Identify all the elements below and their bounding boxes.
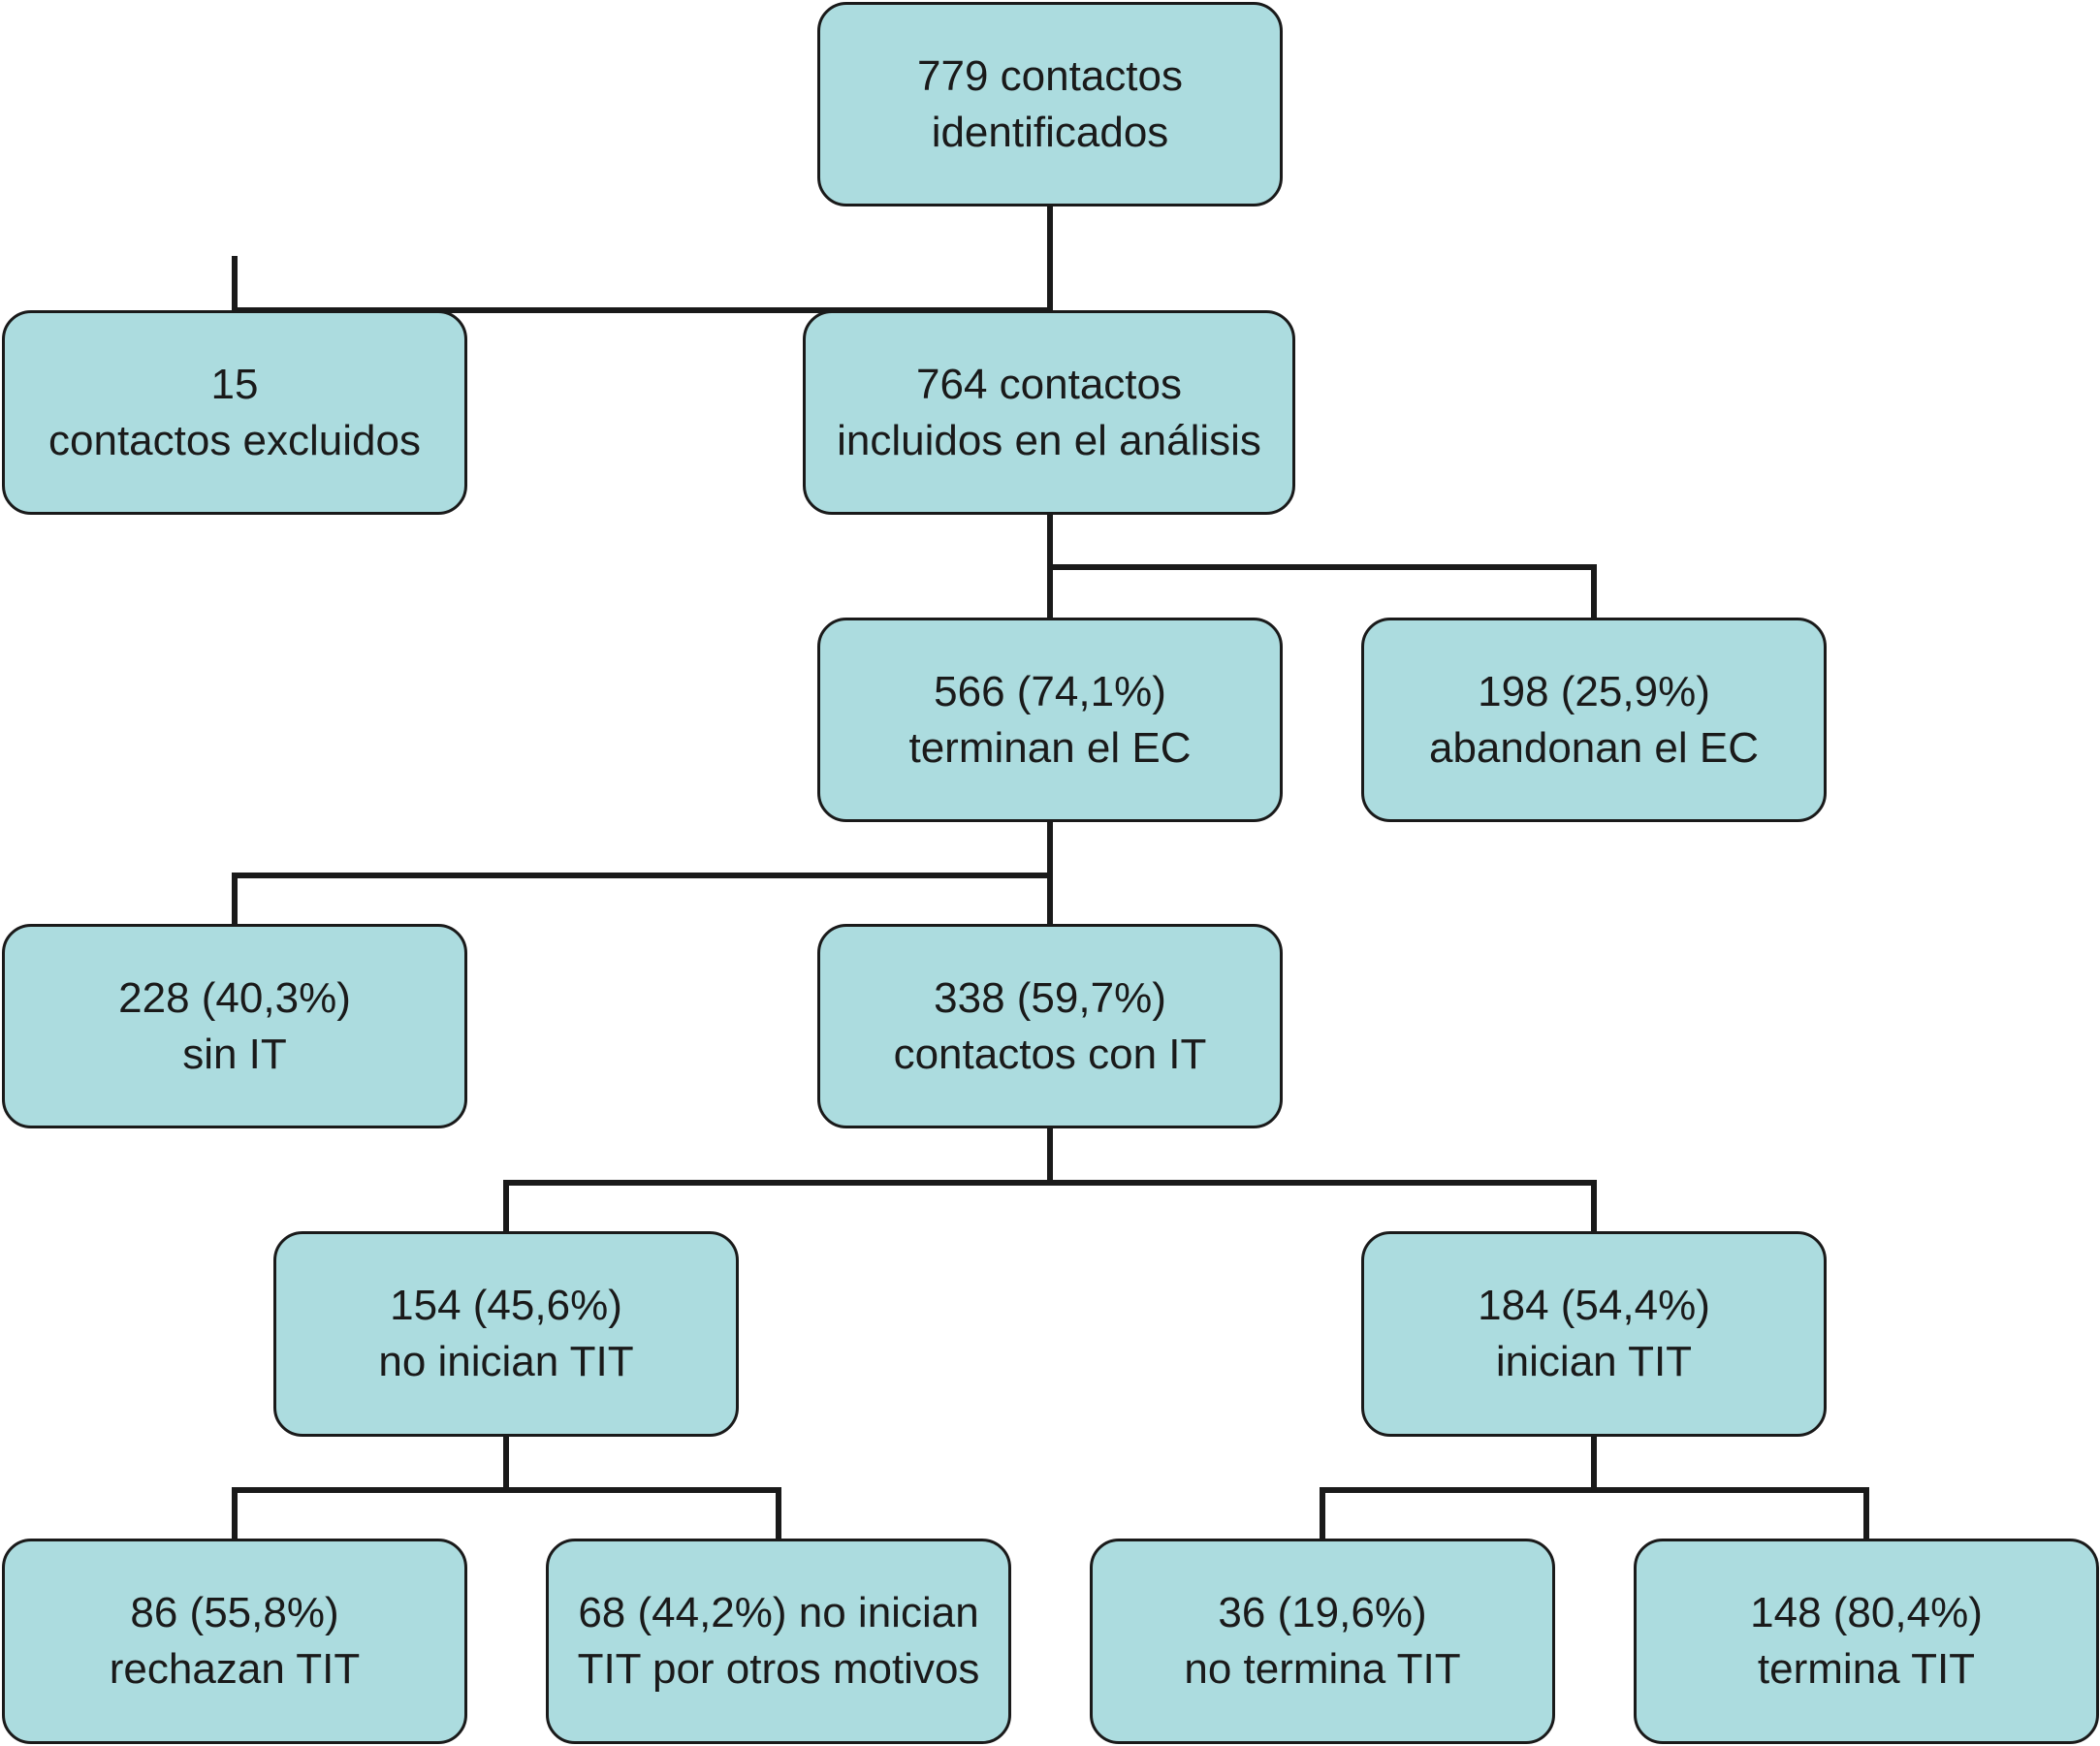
connector-identified-split	[232, 203, 1053, 313]
connector-start-split	[1320, 1434, 1869, 1541]
connector-withit-split	[503, 1126, 1597, 1234]
node-without-it-line1: 228 (40,3%)	[118, 973, 351, 1022]
node-not-finish-tit-line2: no termina TIT	[1184, 1645, 1461, 1693]
node-excluded: 15 contactos excluidos	[2, 310, 467, 515]
connector-included-split	[1047, 511, 1597, 620]
node-reject-tit-line2: rechazan TIT	[109, 1645, 361, 1693]
node-without-it-line2: sin IT	[182, 1030, 287, 1078]
node-finish-ec-line1: 566 (74,1%)	[934, 667, 1166, 715]
node-identified: 779 contactos identificados	[817, 2, 1283, 206]
node-included-line1: 764 contactos	[916, 360, 1182, 408]
node-start-tit-line2: inician TIT	[1495, 1338, 1693, 1385]
node-excluded-line2: contactos excluidos	[48, 416, 421, 464]
node-not-finish-tit-line1: 36 (19,6%)	[1218, 1589, 1427, 1636]
node-other-reasons-line1: 68 (44,2%) no inician	[578, 1589, 979, 1636]
node-start-tit: 184 (54,4%) inician TIT	[1361, 1231, 1827, 1437]
node-reject-tit: 86 (55,8%) rechazan TIT	[2, 1539, 467, 1744]
node-other-reasons-line2: TIT por otros motivos	[577, 1645, 980, 1693]
node-identified-line2: identificados	[931, 108, 1169, 156]
node-start-tit-line1: 184 (54,4%)	[1478, 1282, 1710, 1329]
node-reject-tit-line1: 86 (55,8%)	[130, 1589, 339, 1636]
node-abandon-ec-line2: abandonan el EC	[1428, 723, 1760, 772]
node-not-start-tit-line2: no inician TIT	[378, 1338, 634, 1385]
connector-finish-split	[232, 818, 1053, 927]
node-finish-tit-line1: 148 (80,4%)	[1750, 1589, 1983, 1636]
node-with-it-line2: contactos con IT	[893, 1030, 1207, 1078]
connector-notstart-split	[232, 1434, 781, 1541]
node-without-it: 228 (40,3%) sin IT	[2, 924, 467, 1128]
node-with-it-line1: 338 (59,7%)	[934, 973, 1166, 1022]
node-with-it: 338 (59,7%) contactos con IT	[817, 924, 1283, 1128]
node-abandon-ec: 198 (25,9%) abandonan el EC	[1361, 618, 1827, 822]
node-finish-tit-line2: termina TIT	[1757, 1645, 1976, 1693]
node-other-reasons: 68 (44,2%) no inician TIT por otros moti…	[546, 1539, 1011, 1744]
node-not-finish-tit: 36 (19,6%) no termina TIT	[1090, 1539, 1555, 1744]
node-abandon-ec-line1: 198 (25,9%)	[1478, 667, 1710, 715]
node-finish-ec: 566 (74,1%) terminan el EC	[817, 618, 1283, 822]
node-finish-ec-line2: terminan el EC	[908, 723, 1192, 772]
node-finish-tit: 148 (80,4%) termina TIT	[1634, 1539, 2099, 1744]
node-excluded-line1: 15	[210, 360, 259, 408]
node-not-start-tit: 154 (45,6%) no inician TIT	[273, 1231, 739, 1437]
node-included-line2: incluidos en el análisis	[837, 416, 1261, 464]
node-included: 764 contactos incluidos en el análisis	[803, 310, 1295, 515]
node-identified-line1: 779 contactos	[917, 51, 1183, 100]
node-not-start-tit-line1: 154 (45,6%)	[390, 1282, 622, 1329]
